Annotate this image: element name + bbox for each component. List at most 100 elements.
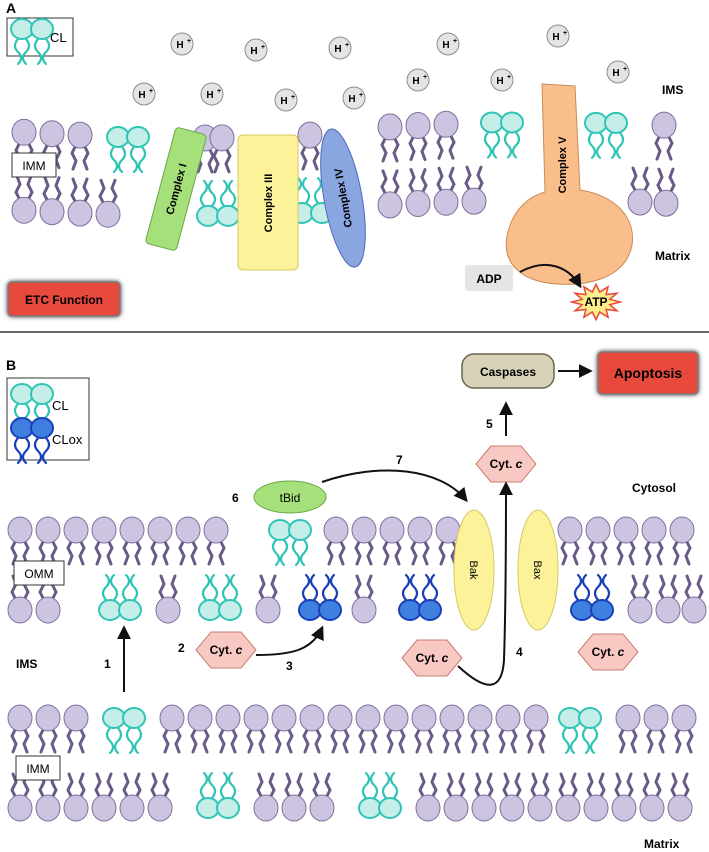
panel-a-legend: CL [6, 17, 74, 66]
proton-ion: H+ [436, 32, 460, 56]
proton-label: H [348, 94, 355, 105]
proton-label: H [612, 68, 619, 79]
phospholipid [67, 177, 93, 227]
legend-cl-label: CL [50, 30, 67, 45]
cytochrome-c: Cyt. c [475, 445, 537, 483]
phospholipid [187, 704, 213, 754]
phospholipid [203, 516, 229, 566]
phospholipid [405, 167, 431, 217]
proton-charge: + [359, 92, 363, 99]
phospholipid [63, 516, 89, 566]
cardiolipin [102, 707, 146, 755]
adp-label: ADP [476, 272, 501, 286]
phospholipid [243, 704, 269, 754]
panel-b-label: B [6, 357, 16, 373]
phospholipid [523, 704, 549, 754]
cardiolipin [196, 179, 240, 227]
complex-iv: Complex IV [320, 128, 366, 268]
cardiolipin-oxidized [10, 417, 54, 465]
phospholipid [411, 704, 437, 754]
cytochrome-c: Cyt. c [401, 639, 463, 677]
etc-function-label: ETC Function [25, 293, 103, 307]
phospholipid [299, 704, 325, 754]
phospholipid [583, 772, 609, 822]
proton-ion: H+ [342, 86, 366, 110]
cytochrome-c-label: Cyt. c [416, 651, 449, 665]
proton-label: H [138, 90, 145, 101]
cl-legend-icon [10, 18, 54, 66]
panel-a: A CL H+H+H+H+H+H+H+H+H+H+H+H+ Complex I … [6, 0, 691, 322]
phospholipid [7, 704, 33, 754]
ims-label-b: IMS [16, 657, 37, 671]
phospholipid [255, 574, 281, 624]
omm-label: OMM [24, 567, 53, 581]
phospholipid [35, 772, 61, 822]
cytochrome-c-label: Cyt. c [592, 645, 625, 659]
phospholipid [439, 704, 465, 754]
cardiolipin [10, 18, 54, 66]
phospholipid [643, 704, 669, 754]
imm-label-a-box: IMM [11, 152, 57, 178]
phospholipid [557, 516, 583, 566]
phospholipid [407, 516, 433, 566]
phospholipid [11, 174, 37, 224]
complex-i: Complex I [145, 127, 207, 251]
phospholipid [681, 574, 707, 624]
atp-label: ATP [584, 295, 607, 309]
imm-label-b-box: IMM [15, 755, 61, 781]
phospholipid [377, 169, 403, 219]
cardiolipin [196, 771, 240, 819]
proton-label: H [442, 40, 449, 51]
phospholipid [461, 165, 487, 215]
inner-membrane-b [7, 704, 697, 822]
proton-label: H [496, 76, 503, 87]
phospholipid [585, 516, 611, 566]
proton-ion: H+ [132, 82, 156, 106]
phospholipid [527, 772, 553, 822]
phospholipid [639, 772, 665, 822]
outer-membrane [7, 516, 707, 624]
bak-label: Bak [467, 561, 479, 580]
proton-ion: H+ [606, 60, 630, 84]
complex-v-label: Complex V [557, 136, 569, 194]
cytochrome-c: Cyt. c [195, 631, 257, 669]
caspases-box: Caspases [461, 353, 555, 389]
phospholipid [95, 178, 121, 228]
phospholipid [611, 772, 637, 822]
proton-charge: + [187, 38, 191, 45]
proton-ion: H+ [546, 24, 570, 48]
phospholipid [383, 704, 409, 754]
proton-charge: + [507, 74, 511, 81]
phospholipid [209, 124, 235, 174]
phospholipid [91, 516, 117, 566]
bax-label: Bax [531, 561, 543, 580]
bak: Bak [453, 509, 495, 631]
phospholipid [215, 704, 241, 754]
step-3-arrow [255, 625, 324, 656]
step-4: 4 [516, 645, 523, 659]
proton-label: H [280, 96, 287, 107]
omm-label-box: OMM [13, 560, 65, 586]
apoptosis-label: Apoptosis [614, 365, 683, 381]
proton-ion: H+ [244, 38, 268, 62]
cardiolipin [106, 125, 150, 174]
bax: Bax [517, 509, 559, 631]
phospholipid [613, 516, 639, 566]
phospholipid [499, 772, 525, 822]
phospholipid [147, 516, 173, 566]
phospholipid [119, 772, 145, 822]
clox-legend-icon [10, 417, 54, 465]
proton-charge: + [453, 38, 457, 45]
step-7-arrow [321, 469, 468, 503]
phospholipid [405, 111, 431, 161]
apoptosis-box: Apoptosis [597, 351, 699, 395]
cytosol-label: Cytosol [632, 481, 676, 495]
step-6: 6 [232, 491, 239, 505]
phospholipid [433, 166, 459, 216]
phospholipid [471, 772, 497, 822]
proton-label: H [334, 44, 341, 55]
phospholipid [669, 516, 695, 566]
phospholipid [651, 111, 677, 161]
